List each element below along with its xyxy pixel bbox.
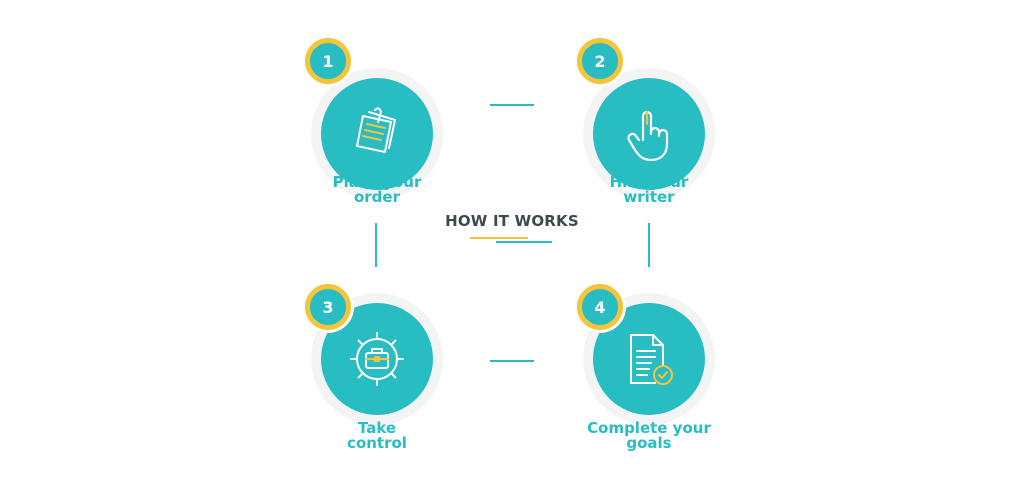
step-label: Complete your goals: [587, 419, 711, 452]
note-paper-icon: [356, 107, 396, 153]
step-number-badge: 2: [577, 38, 623, 84]
step-circle: [321, 78, 433, 190]
document-check-icon: [630, 334, 673, 385]
section-title: HOW IT WORKS: [445, 212, 579, 230]
connector-right: [648, 223, 650, 267]
title-underline-teal: [496, 241, 552, 243]
connector-top: [490, 104, 534, 106]
step-circle: [593, 78, 705, 190]
step-label: Take control: [347, 419, 407, 452]
pointing-hand-icon: [627, 110, 669, 162]
step-number-badge: 1: [305, 38, 351, 84]
title-underline-yellow: [470, 237, 528, 239]
connector-bottom: [490, 360, 534, 362]
step-number-badge: 3: [305, 284, 351, 330]
connector-left: [375, 223, 377, 267]
step-number-badge: 4: [577, 284, 623, 330]
gear-briefcase-icon: [350, 332, 404, 386]
step-label: Hire your writer: [609, 173, 689, 206]
step-label: Place your order: [332, 173, 422, 206]
